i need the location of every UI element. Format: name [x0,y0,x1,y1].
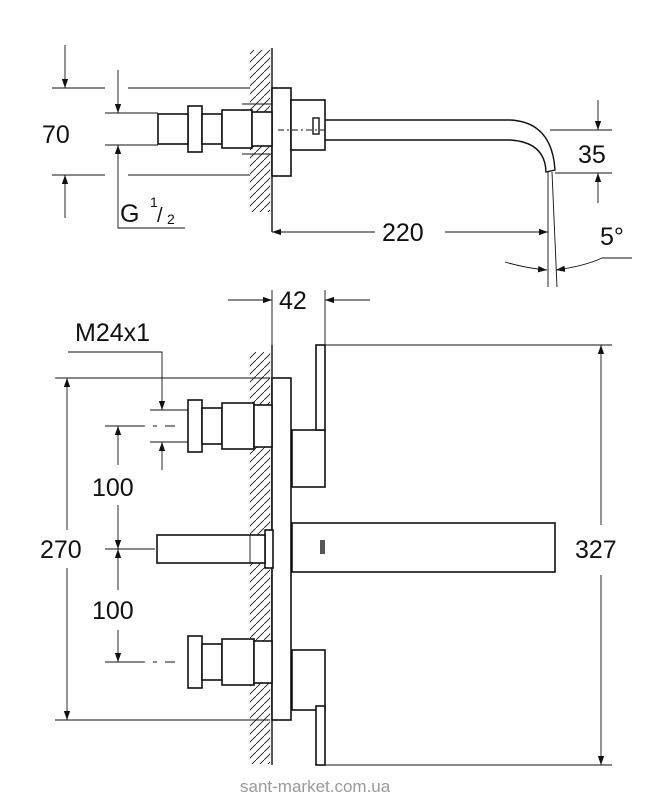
connector-body-upper [201,407,223,445]
thread-leader [68,351,166,410]
connector-body-top [201,113,223,145]
wall-flange-top [271,87,292,177]
connector-nut-upper [187,399,203,453]
connector-sleeve-lower-2 [253,640,273,684]
dim-5-deg: 5° [600,223,624,251]
dim-70: 70 [42,121,70,149]
connector-sleeve-lower [221,638,255,686]
thread-label: G [120,200,139,228]
top-view: 70 G 1 / 2 220 5° 35 [42,45,632,288]
spout-front [291,522,556,573]
connector-sleeve-top [221,109,253,149]
thread-spec-label: M24x1 [75,319,150,347]
watermark: sant-market.com.ua [240,777,391,796]
spout-slot [312,117,320,135]
dim-220: 220 [382,219,424,247]
thread-fraction-den: 2 [167,211,175,227]
thread-fraction-num: 1 [150,194,158,210]
spout-pipe-side [325,119,556,173]
dim-35: 35 [578,141,606,169]
spout-body-top [290,99,326,151]
connector-sleeve-top-2 [251,111,273,147]
lever-upper [315,344,326,431]
dim-100-lower: 100 [92,597,134,625]
wall-plate [271,377,292,721]
dim-100-upper: 100 [92,474,134,502]
lever-lower [315,705,326,766]
connector-stub-top [157,113,189,145]
connector-nut-lower [187,635,203,689]
connector-sleeve-upper-2 [253,404,273,448]
connector-sleeve-upper [221,402,255,450]
valve-body-lower [291,649,326,711]
connector-body-lower [201,643,223,681]
spout-base [264,529,274,569]
aerator-mark [320,540,325,554]
thread-leader [114,145,185,229]
front-view: 42 M24x1 270 [40,287,617,766]
dim-42: 42 [279,287,307,315]
dim-327: 327 [575,536,617,564]
angle-arrow [504,261,548,273]
valve-body-upper [291,429,326,488]
connector-nut-top [187,105,203,153]
center-pipe [156,534,266,564]
angle-arrow [555,257,632,272]
thread-fraction-slash: / [157,205,163,227]
dim-270: 270 [40,536,82,564]
